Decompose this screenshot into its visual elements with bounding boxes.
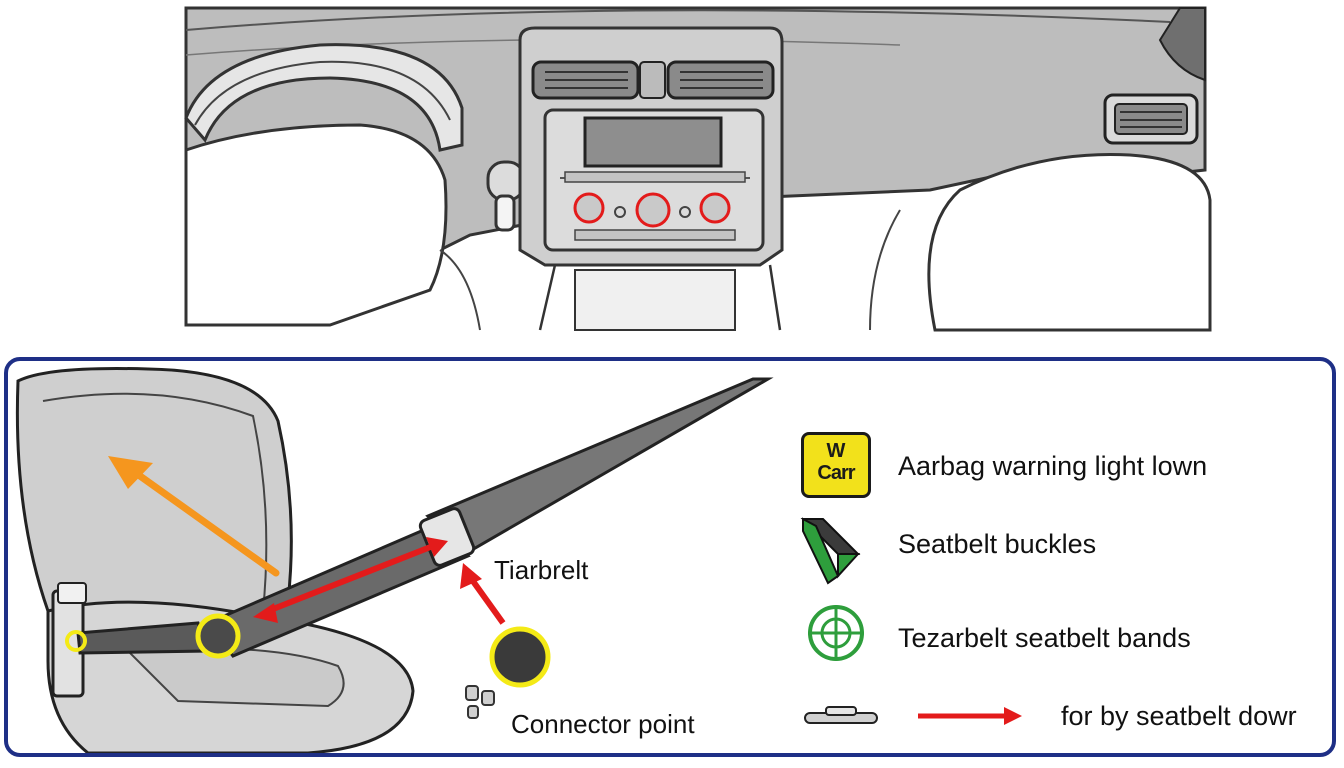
buckle-highlight (195, 613, 241, 659)
legend-label-seatbelt-down: for by seatbelt dowr (1061, 701, 1297, 731)
a-pillar (1158, 7, 1206, 82)
legend-label-airbag-warning: Aarbag warning light lown (898, 451, 1208, 481)
knob-left (573, 192, 605, 224)
legend-label-seatbelt-buckles: Seatbelt buckles (898, 529, 1097, 559)
red-up-arrow (460, 563, 506, 625)
orange-direction-arrow (108, 456, 280, 577)
center-air-vents (531, 60, 775, 100)
left-seat-back (184, 123, 448, 327)
crosshair-icon (808, 605, 864, 661)
climate-knobs (573, 192, 731, 228)
knob-center (635, 192, 671, 228)
right-air-vent (1103, 93, 1199, 145)
red-belt-arrow (253, 537, 448, 623)
anchor-highlight (65, 630, 87, 652)
belt-strap-icon (804, 706, 878, 724)
buckle-icon (800, 517, 861, 585)
connector-callout-label: Connector point (511, 709, 695, 739)
radio-display (583, 116, 723, 168)
legend-label-seatbelt-bands: Tezarbelt seatbelt bands (898, 623, 1191, 653)
belt-callout-label: Tiarbrelt (494, 555, 589, 585)
seatbelt-upper (425, 377, 774, 553)
warning-light-icon: W Carr (801, 432, 871, 498)
connector-hardware-icon (465, 685, 495, 719)
red-arrow-icon (918, 707, 1022, 725)
dashboard-illustration (184, 6, 1212, 332)
seatbelt-diagram (15, 367, 1022, 753)
knob-right (699, 192, 731, 224)
right-seat-back (927, 152, 1212, 332)
connector-highlight (489, 626, 551, 688)
seatbelt-diagram-panel: Tiarbrelt Connector point W Carr Aarbag … (4, 357, 1336, 757)
